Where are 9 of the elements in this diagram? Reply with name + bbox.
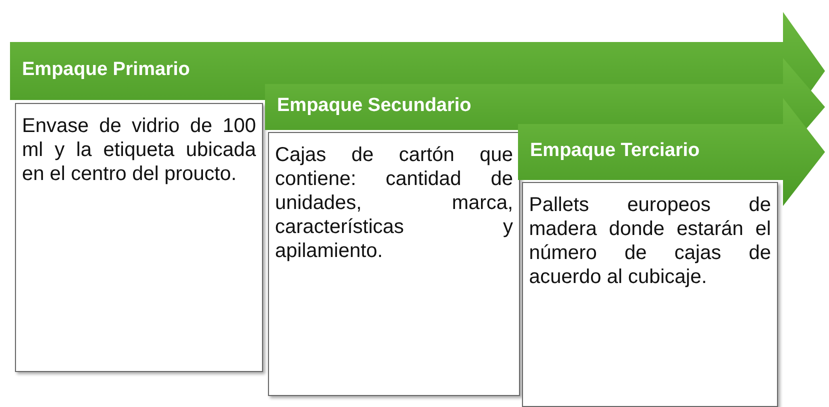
text-card	[268, 132, 520, 396]
text-card	[522, 182, 778, 407]
description-text: Cajas de cartón que contiene: cantidad de unidades, marca, características y apilamiento.	[275, 143, 513, 263]
text-card	[15, 103, 263, 372]
description-text: Pallets europeos de madera donde estarán el número de cajas de acuerdo al cubicaje.	[529, 193, 771, 289]
stage-heading: Empaque Primario	[22, 59, 190, 81]
stage-heading: Empaque Terciario	[530, 140, 700, 162]
stage-heading: Empaque Secundario	[277, 95, 472, 117]
description-text: Envase de vidrio de 100 ml y la etiqueta ubicada en el centro del proucto.	[22, 114, 256, 186]
